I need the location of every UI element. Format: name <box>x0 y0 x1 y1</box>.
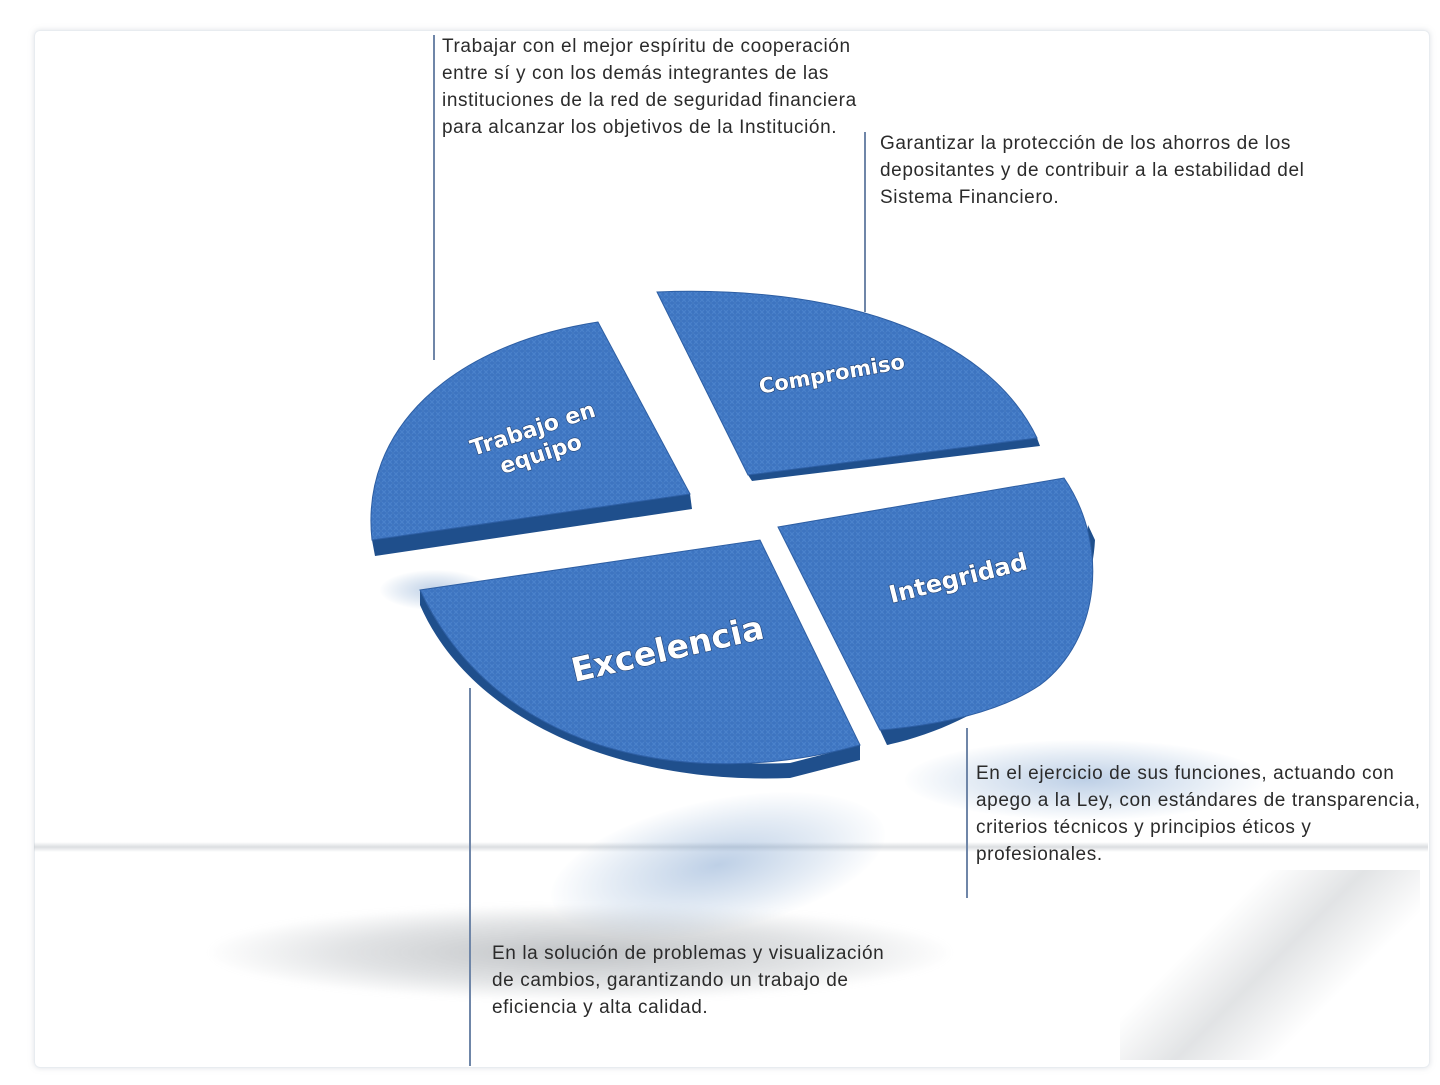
connector-line-trabajo <box>433 35 435 360</box>
connector-line-integridad <box>966 728 968 898</box>
segment-face <box>777 477 1094 731</box>
callout-excelencia: En la solución de problemas y visualizac… <box>492 943 885 1018</box>
callout-trabajo-en-equipo: Trabajar con el mejor espíritu de cooper… <box>442 36 857 138</box>
floor-reflection-line <box>34 842 1428 852</box>
segment-face <box>656 290 1038 476</box>
slide-frame <box>34 30 1430 1068</box>
diagram-shadow <box>210 905 950 1000</box>
segment-face <box>370 321 691 541</box>
segment-trabajo-en-equipo <box>370 321 692 556</box>
segment-face <box>419 539 861 765</box>
blue-smudge <box>905 740 1265 820</box>
connector-line-compromiso <box>864 132 866 312</box>
floor-reflection-shadow <box>1120 870 1420 1060</box>
connector-line-excelencia <box>469 688 471 1066</box>
segment-side <box>372 494 692 556</box>
callout-integridad: En el ejercicio de sus funciones, actuan… <box>976 763 1421 865</box>
segment-compromiso <box>656 290 1040 481</box>
segment-integridad <box>777 477 1095 745</box>
segment-excelencia <box>419 539 861 779</box>
segment-side <box>420 590 860 779</box>
segment-side <box>748 438 1040 481</box>
callout-compromiso: Garantizar la protección de los ahorros … <box>880 133 1305 208</box>
